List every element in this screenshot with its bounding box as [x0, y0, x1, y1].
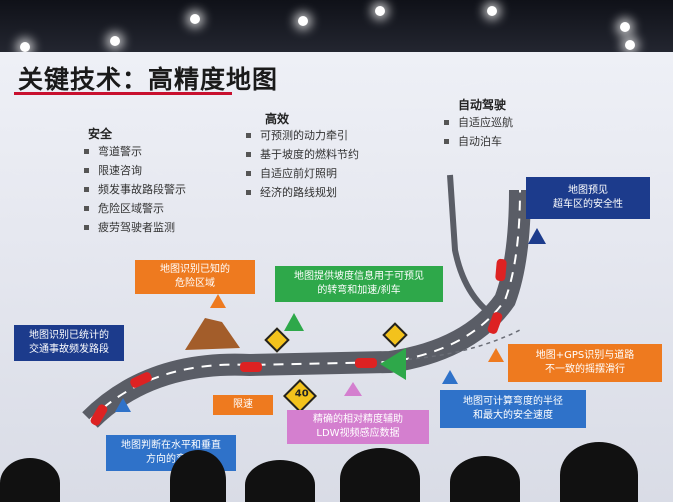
- callout-overtake-zone: 地图预见 超车区的安全性: [526, 177, 650, 219]
- title-underline: [14, 92, 232, 95]
- swerve-path: [399, 329, 521, 361]
- autonomous-heading: 自动驾驶: [458, 98, 507, 112]
- pointer-triangle: [115, 398, 131, 412]
- callout-gps-mismatch: 地图+GPS识别与道路 不一致的摇摆滑行: [508, 344, 662, 382]
- callout-danger-zone: 地图识别已知的 危险区域: [135, 260, 255, 294]
- audience-head: [340, 448, 420, 502]
- slide-title: 关键技术：高精度地图: [18, 65, 279, 94]
- efficiency-item: 可预测的动力牵引: [246, 126, 359, 145]
- efficiency-item: 基于坡度的燃料节约: [246, 145, 359, 164]
- pointer-triangle: [488, 348, 504, 362]
- safety-heading: 安全: [88, 127, 113, 141]
- autonomous-item: 自动泊车: [444, 132, 513, 151]
- audience-head: [450, 456, 520, 502]
- ceiling-light: [298, 16, 308, 26]
- callout-curvature-speed: 地图可计算弯度的半径 和最大的安全速度: [440, 390, 586, 428]
- callout-speed-limit: 限速: [213, 395, 273, 415]
- speed-limit-value: 40: [294, 388, 309, 400]
- car-icon: [495, 258, 507, 282]
- pointer-triangle: [284, 313, 304, 331]
- safety-item: 频发事故路段警示: [84, 180, 186, 199]
- safety-item: 限速咨询: [84, 161, 186, 180]
- safety-item: 疲劳驾驶者监测: [84, 218, 186, 237]
- callout-ldw-assist: 精确的相对精度辅助 LDW视频感应数据: [287, 410, 429, 444]
- ceiling-light: [625, 40, 635, 50]
- safety-item: 弯道警示: [84, 142, 186, 161]
- ceiling-light: [110, 36, 120, 46]
- efficiency-item: 自适应前灯照明: [246, 164, 359, 183]
- efficiency-item: 经济的路线规划: [246, 183, 359, 202]
- autonomous-list: 自适应巡航 自动泊车: [444, 113, 513, 151]
- pointer-triangle: [210, 294, 226, 308]
- pointer-triangle: [344, 382, 362, 396]
- audience-head: [0, 458, 60, 502]
- autonomous-item: 自适应巡航: [444, 113, 513, 132]
- car-icon: [240, 362, 262, 372]
- road-center-line: [89, 189, 521, 421]
- pointer-triangle: [528, 228, 546, 244]
- pointer-triangle: [380, 348, 406, 380]
- audience: [0, 440, 673, 502]
- rockfall-hazard: [185, 318, 240, 350]
- efficiency-list: 可预测的动力牵引 基于坡度的燃料节约 自适应前灯照明 经济的路线规划: [246, 126, 359, 202]
- efficiency-heading: 高效: [265, 112, 290, 126]
- audience-head: [560, 442, 638, 502]
- ceiling-light: [487, 6, 497, 16]
- callout-accident-stats: 地图识别已统计的 交通事故频发路段: [14, 325, 124, 361]
- ceiling-light: [20, 42, 30, 52]
- ceiling-light: [375, 6, 385, 16]
- safety-list: 弯道警示 限速咨询 频发事故路段警示 危险区域警示 疲劳驾驶者监测: [84, 142, 186, 237]
- side-road: [447, 174, 502, 323]
- ceiling-light: [190, 14, 200, 24]
- audience-head: [170, 450, 226, 502]
- callout-slope-info: 地图提供坡度信息用于可预见 的转弯和加速/刹车: [275, 266, 443, 302]
- pointer-triangle: [442, 370, 458, 384]
- ceiling-light: [620, 22, 630, 32]
- audience-head: [245, 460, 315, 502]
- safety-item: 危险区域警示: [84, 199, 186, 218]
- car-icon: [355, 358, 377, 368]
